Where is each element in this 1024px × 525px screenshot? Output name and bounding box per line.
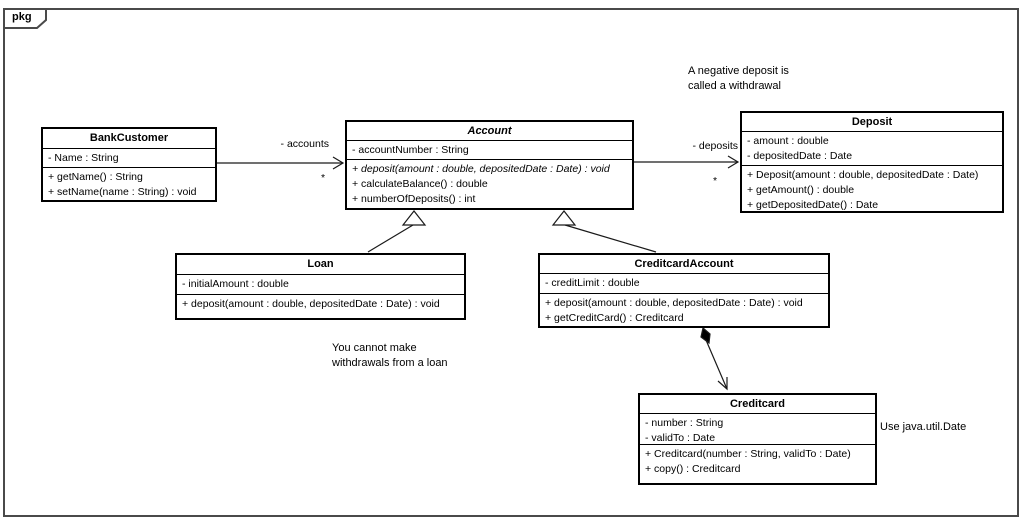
uml-method: + Creditcard(number : String, validTo : …: [645, 448, 851, 460]
class-loan[interactable]: Loan - initialAmount : double + deposit(…: [175, 253, 466, 320]
uml-attribute: - creditLimit : double: [545, 277, 640, 289]
association-accounts-line: [217, 156, 345, 170]
methods-compartment: + deposit(amount : double, depositedDate…: [177, 295, 464, 318]
note-negative-deposit: A negative deposit is called a withdrawa…: [688, 65, 789, 92]
uml-method: + setName(name : String) : void: [48, 186, 197, 198]
uml-method: + deposit(amount : double, depositedDate…: [545, 297, 803, 309]
class-title: CreditcardAccount: [540, 255, 828, 274]
class-creditcardaccount[interactable]: CreditcardAccount - creditLimit : double…: [538, 253, 830, 328]
attributes-compartment: - creditLimit : double: [540, 274, 828, 294]
methods-compartment: + Deposit(amount : double, depositedDate…: [742, 166, 1002, 211]
attributes-compartment: - amount : double - depositedDate : Date: [742, 132, 1002, 166]
association-deposits-multiplicity: *: [713, 175, 718, 187]
methods-compartment: + getName() : String + setName(name : St…: [43, 168, 215, 200]
uml-attribute: - Name : String: [48, 152, 119, 164]
uml-attribute: - accountNumber : String: [352, 144, 469, 156]
package-frame: [3, 8, 1019, 517]
uml-method-abstract: + deposit(amount : double, depositedDate…: [352, 163, 610, 175]
uml-attribute: - initialAmount : double: [182, 278, 289, 290]
generalization-loan-account: [367, 210, 427, 253]
class-title: BankCustomer: [43, 129, 215, 149]
class-bankcustomer[interactable]: BankCustomer - Name : String + getName()…: [41, 127, 217, 202]
class-deposit[interactable]: Deposit - amount : double - depositedDat…: [740, 111, 1004, 213]
composition-creditcardaccount-creditcard: [700, 326, 728, 391]
uml-method: + Deposit(amount : double, depositedDate…: [747, 169, 979, 181]
uml-method: + getDepositedDate() : Date: [747, 199, 879, 211]
uml-attribute: - number : String: [645, 417, 724, 429]
methods-compartment: + deposit(amount : double, depositedDate…: [347, 160, 632, 208]
class-title: Creditcard: [640, 395, 875, 414]
methods-compartment: + deposit(amount : double, depositedDate…: [540, 294, 828, 326]
note-loan-withdrawals: You cannot make withdrawals from a loan: [332, 342, 448, 369]
association-accounts-label: - accounts: [280, 138, 329, 150]
uml-method: + getCreditCard() : Creditcard: [545, 312, 684, 324]
association-accounts-multiplicity: *: [321, 172, 326, 184]
generalization-creditcardaccount-account: [551, 210, 657, 253]
uml-method: + calculateBalance() : double: [352, 178, 488, 190]
association-deposits-line: [634, 155, 740, 169]
class-title: Loan: [177, 255, 464, 275]
uml-attribute: - validTo : Date: [645, 432, 716, 444]
attributes-compartment: - accountNumber : String: [347, 141, 632, 160]
uml-method: + copy() : Creditcard: [645, 463, 741, 475]
class-title: Deposit: [742, 113, 1002, 132]
methods-compartment: + Creditcard(number : String, validTo : …: [640, 445, 875, 483]
uml-attribute: - depositedDate : Date: [747, 150, 853, 162]
uml-method: + deposit(amount : double, depositedDate…: [182, 298, 440, 310]
attributes-compartment: - initialAmount : double: [177, 275, 464, 295]
package-tab: [3, 8, 47, 29]
uml-attribute: - amount : double: [747, 135, 829, 147]
class-title: Account: [347, 122, 632, 141]
association-deposits-label: - deposits: [692, 140, 738, 152]
package-tab-label: pkg: [12, 11, 32, 23]
class-account[interactable]: Account - accountNumber : String + depos…: [345, 120, 634, 210]
attributes-compartment: - number : String - validTo : Date: [640, 414, 875, 445]
uml-method: + getName() : String: [48, 171, 143, 183]
class-creditcard[interactable]: Creditcard - number : String - validTo :…: [638, 393, 877, 485]
uml-method: + getAmount() : double: [747, 184, 855, 196]
note-java-util-date: Use java.util.Date: [880, 421, 967, 433]
attributes-compartment: - Name : String: [43, 149, 215, 168]
uml-method: + numberOfDeposits() : int: [352, 193, 476, 205]
